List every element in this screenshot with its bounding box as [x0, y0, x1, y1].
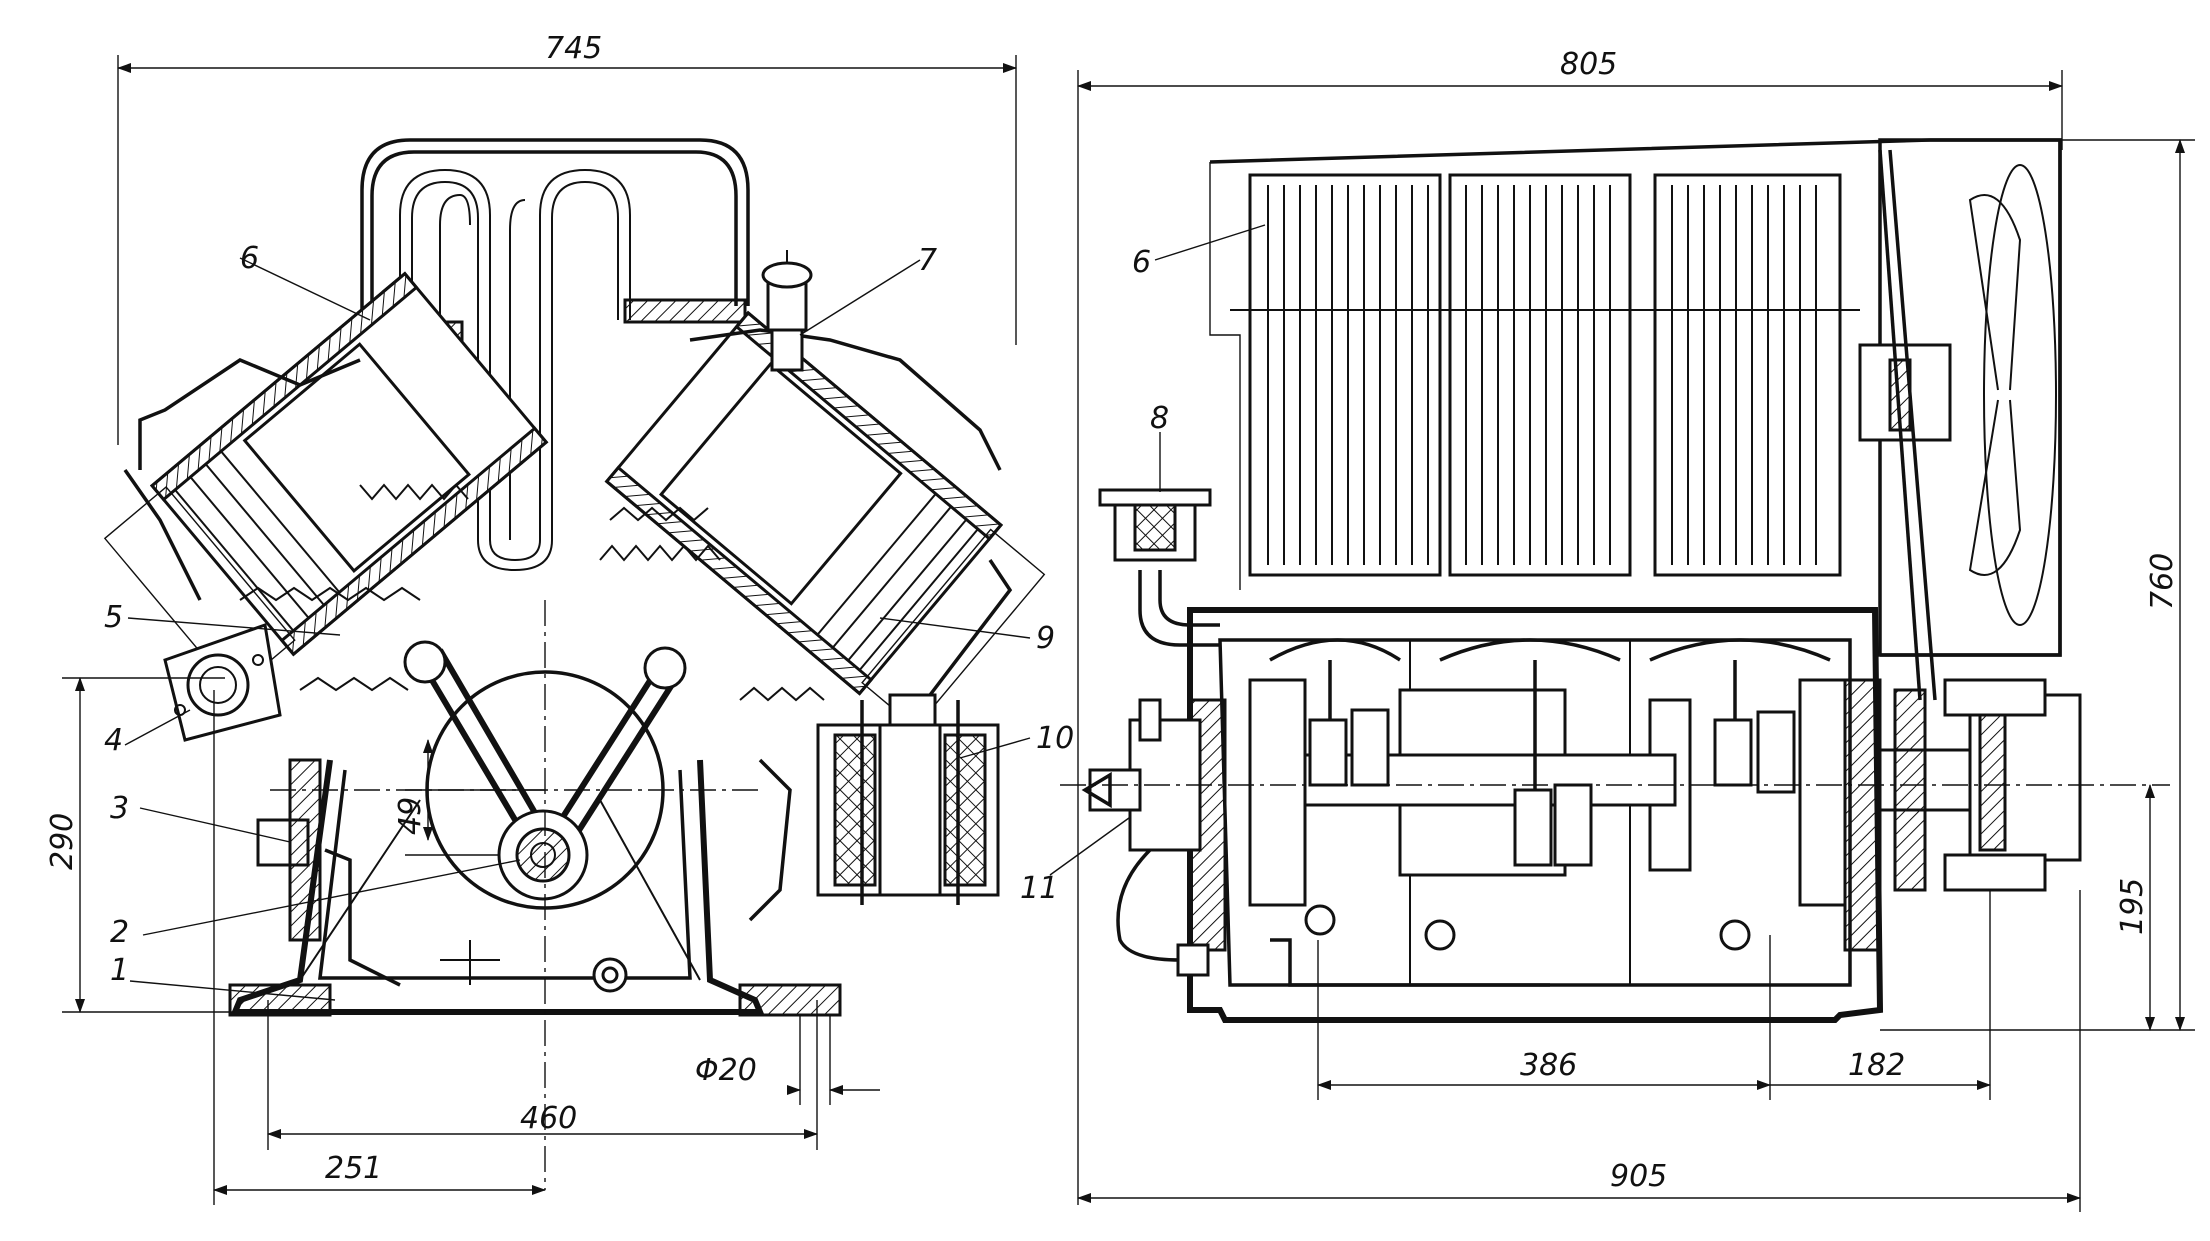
- left-head-cover: [138, 358, 361, 470]
- right-head-cover: [689, 328, 1002, 471]
- right-cylinder-fins: [599, 506, 825, 702]
- cooling-fan: [1858, 138, 2062, 701]
- callout-11: 11: [1020, 871, 1058, 906]
- drive-coupling: [1878, 678, 2082, 892]
- callout-6-right: 6: [1132, 245, 1151, 280]
- cooler-tubes: [399, 168, 631, 572]
- callout-3: 3: [110, 791, 129, 826]
- dim-195-label: 195: [2115, 878, 2150, 935]
- dim-182-label: 182: [1848, 1048, 1905, 1083]
- callout-1: 1: [110, 953, 129, 988]
- dim-49-label: 49: [393, 797, 428, 835]
- callout-6-left: 6: [240, 241, 259, 276]
- dim-251-label: 251: [325, 1151, 382, 1186]
- dim-745-label: 745: [545, 31, 602, 66]
- cooler-box: [1209, 138, 2062, 657]
- left-cylinder: [103, 271, 549, 693]
- unloader-valve: [761, 250, 813, 372]
- cooler-fin-tubes: [1230, 185, 1860, 565]
- dim-760-label: 760: [2145, 553, 2180, 610]
- callout-8: 8: [1150, 401, 1169, 436]
- callout-9: 9: [1036, 621, 1055, 656]
- callout-2: 2: [110, 915, 129, 950]
- connecting-rods: [403, 640, 687, 862]
- callout-leaders-left: [124, 257, 1141, 1001]
- dim-phi20-label: Φ20: [695, 1053, 757, 1088]
- callout-10: 10: [1036, 721, 1074, 756]
- callout-7: 7: [918, 243, 937, 278]
- oil-dipstick: [324, 848, 401, 987]
- dim-805-label: 805: [1560, 47, 1617, 82]
- dim-460-label: 460: [520, 1101, 577, 1136]
- filter-pipe: [928, 559, 1013, 697]
- crankshaft-side: [1248, 660, 1847, 907]
- suction-flange: [163, 622, 282, 742]
- air-filter: [816, 693, 1000, 905]
- callout-5: 5: [104, 600, 123, 635]
- safety-valve: [1098, 488, 1220, 647]
- callout-4: 4: [104, 723, 123, 758]
- right-side-view: 805: [1060, 47, 2195, 1212]
- dim-386-label: 386: [1520, 1048, 1577, 1083]
- left-cylinder-fins: [239, 483, 469, 692]
- dim-290-label: 290: [45, 813, 80, 870]
- crankcase: [228, 758, 842, 1017]
- left-section-view: 7 4 5: [45, 31, 1141, 1205]
- intercooler-housing: [360, 138, 750, 322]
- dim-905-label: 905: [1610, 1159, 1667, 1194]
